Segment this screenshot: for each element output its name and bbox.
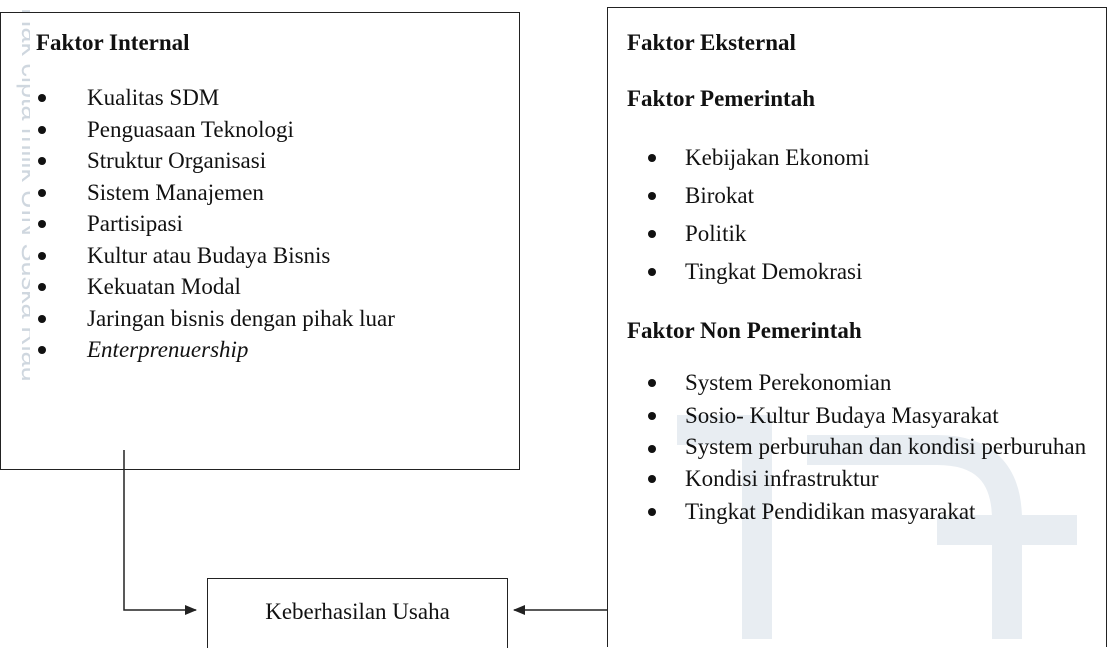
list-item-label: Tingkat Pendidikan masyarakat xyxy=(685,499,976,524)
list-item: Kekuatan Modal xyxy=(38,271,395,303)
bullet-icon xyxy=(648,508,656,516)
bullet-icon xyxy=(38,220,46,228)
government-factors-list: Kebijakan Ekonomi Birokat Politik Tingka… xyxy=(648,139,870,291)
internal-factors-title: Faktor Internal xyxy=(36,30,190,55)
bullet-icon xyxy=(648,412,656,420)
government-factors-title: Faktor Pemerintah xyxy=(627,86,816,111)
list-item: Kebijakan Ekonomi xyxy=(648,139,870,177)
list-item-label: Enterprenuership xyxy=(87,337,249,362)
list-item-label: Kebijakan Ekonomi xyxy=(685,145,870,170)
list-item-label: Sosio- Kultur Budaya Masyarakat xyxy=(685,403,999,428)
list-item: Enterprenuership xyxy=(38,334,395,366)
list-item-label: Kondisi infrastruktur xyxy=(685,466,879,491)
bullet-icon xyxy=(648,230,656,238)
list-item: Politik xyxy=(648,215,870,253)
list-item: System Perekonomian xyxy=(648,366,1105,399)
list-item-label: Sistem Manajemen xyxy=(87,179,264,205)
list-item-label: System Perekonomian xyxy=(685,370,892,395)
list-item-label: System perburuhan dan kondisi perburuhan xyxy=(685,434,1087,459)
bullet-icon xyxy=(38,283,46,291)
list-item: Jaringan bisnis dengan pihak luar xyxy=(38,303,395,335)
bullet-icon xyxy=(648,445,656,453)
list-item: System perburuhan dan kondisi perburuhan xyxy=(648,432,1105,462)
list-item-label: Politik xyxy=(685,221,747,246)
bullet-icon xyxy=(648,154,656,162)
internal-to-result-arrow xyxy=(123,450,197,615)
list-item: Sosio- Kultur Budaya Masyarakat xyxy=(648,399,1105,432)
list-item: Partisipasi xyxy=(38,208,395,240)
list-item: Kultur atau Budaya Bisnis xyxy=(38,240,395,272)
list-item: Kualitas SDM xyxy=(38,82,395,114)
bullet-icon xyxy=(38,251,46,260)
bullet-icon xyxy=(38,125,46,134)
non-government-factors-list: System Perekonomian Sosio- Kultur Budaya… xyxy=(648,366,1105,528)
list-item-label: Kultur atau Budaya Bisnis xyxy=(87,242,331,268)
list-item-label: Jaringan bisnis dengan pihak luar xyxy=(87,305,395,331)
list-item: Kondisi infrastruktur xyxy=(648,462,1105,495)
list-item: Penguasaan Teknologi xyxy=(38,114,395,146)
bullet-icon xyxy=(648,192,656,200)
list-item-label: Struktur Organisasi xyxy=(87,148,267,173)
list-item: Tingkat Demokrasi xyxy=(648,253,870,291)
list-item-label: Birokat xyxy=(685,183,754,208)
list-item: Birokat xyxy=(648,177,870,215)
list-item-label: Penguasaan Teknologi xyxy=(87,116,294,142)
non-government-factors-title: Faktor Non Pemerintah xyxy=(627,318,862,343)
bullet-icon xyxy=(38,314,46,323)
business-success-box: Keberhasilan Usaha xyxy=(207,578,508,648)
bullet-icon xyxy=(38,157,46,165)
list-item-label: Kualitas SDM xyxy=(87,85,220,110)
bullet-icon xyxy=(648,268,656,276)
list-item-label: Kekuatan Modal xyxy=(87,274,241,299)
bullet-icon xyxy=(38,188,46,197)
internal-factors-list: Kualitas SDM Penguasaan Teknologi Strukt… xyxy=(38,82,395,366)
bullet-icon xyxy=(38,346,46,354)
external-factors-title: Faktor Eksternal xyxy=(627,30,796,55)
bullet-icon xyxy=(648,475,656,483)
list-item: Sistem Manajemen xyxy=(38,177,395,209)
list-item-label: Partisipasi xyxy=(87,211,183,236)
list-item: Tingkat Pendidikan masyarakat xyxy=(648,495,1105,528)
bullet-icon xyxy=(38,94,46,102)
business-success-label: Keberhasilan Usaha xyxy=(265,599,450,624)
list-item-label: Tingkat Demokrasi xyxy=(685,259,863,284)
list-item: Struktur Organisasi xyxy=(38,145,395,177)
bullet-icon xyxy=(648,379,656,387)
internal-factors-box xyxy=(0,12,520,470)
